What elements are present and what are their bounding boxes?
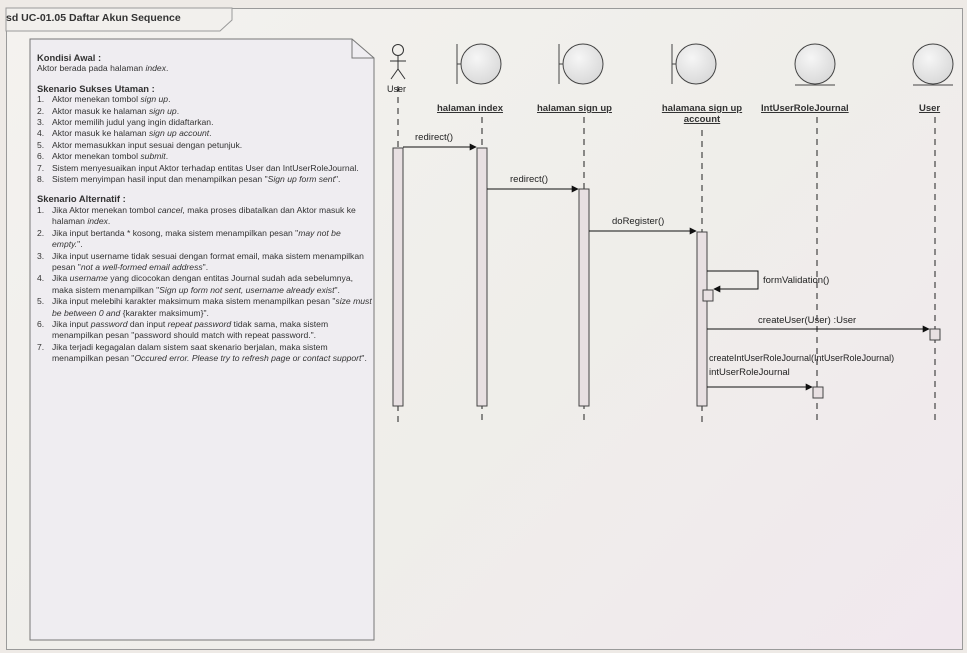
lifeline-name-int-user-role-journal: IntUserRoleJournal — [761, 103, 849, 114]
activation-halaman-sign-up — [578, 188, 590, 407]
lifeline-name-halamana-sign-up-account: halamana sign up account — [661, 103, 743, 125]
entity-user-icon — [912, 43, 954, 86]
list-item: 6.Jika input password dan input repeat p… — [37, 318, 329, 341]
alt-list: 1.Jika Aktor menekan tombol cancel, maka… — [37, 205, 372, 365]
message-label-int-user-role-journal: intUserRoleJournal — [709, 367, 790, 378]
list-item: 2.Jika input bertanda * kosong, maka sis… — [37, 227, 341, 250]
message-label-redirect-2: redirect() — [510, 174, 549, 185]
note-text: Kondisi Awal : Aktor berada pada halaman… — [37, 52, 372, 365]
list-item: 5.Jika input melebihi karakter maksimum … — [37, 296, 372, 318]
activation-user-entity — [929, 328, 941, 341]
activation-halaman-index — [476, 147, 488, 407]
message-label-create-int-user-role-journal: createIntUserRoleJournal(IntUserRoleJour… — [709, 353, 895, 363]
list-item: 1.Aktor menekan tombol sign up. — [37, 94, 171, 105]
actor-label: User — [387, 84, 407, 94]
message-label-create-user: createUser(User) :User — [758, 315, 857, 326]
activation-user — [392, 147, 404, 407]
boundary-halamana-sign-up-account-icon — [671, 43, 717, 85]
list-item: 8.Sistem menyimpan hasil input dan menam… — [37, 174, 341, 185]
message-label-redirect-1: redirect() — [415, 132, 454, 143]
activation-self-validation — [702, 289, 714, 302]
activation-int-user-role-journal — [812, 386, 824, 399]
list-item: 4.Jika username yang dicocokan dengan en… — [37, 273, 353, 295]
diagram-title: sd UC-01.05 Daftar Akun Sequence — [6, 12, 181, 24]
list-item: 2.Aktor masuk ke halaman sign up. — [37, 105, 180, 116]
list-item: 3.Aktor memilih judul yang ingin didafta… — [37, 117, 214, 128]
list-item: 1.Jika Aktor menekan tombol cancel, maka… — [37, 204, 356, 227]
sukses-list: 1.Aktor menekan tombol sign up.2.Aktor m… — [37, 94, 372, 185]
list-item: 4.Aktor masuk ke halaman sign up account… — [37, 128, 212, 139]
lifeline-name-halaman-sign-up: halaman sign up — [537, 103, 612, 114]
kondisi-text: Aktor berada pada halaman index. — [37, 63, 169, 74]
list-item: 3.Jika input username tidak sesuai denga… — [37, 250, 364, 272]
actor-user-icon — [390, 44, 406, 80]
activation-halamana-sign-up-account — [696, 231, 708, 407]
note-box — [29, 38, 375, 641]
lifeline-name-halaman-index: halaman index — [437, 103, 503, 114]
message-label-form-validation: formValidation() — [763, 275, 830, 286]
sukses-title: Skenario Sukses Utaman : — [37, 82, 155, 94]
message-label-do-register: doRegister() — [612, 216, 665, 227]
boundary-halaman-sign-up-icon — [558, 43, 604, 85]
kondisi-title: Kondisi Awal : — [37, 52, 102, 63]
frame-tab — [5, 7, 233, 32]
list-item: 7.Sistem menyesuaikan input Aktor terhad… — [37, 162, 359, 173]
list-item: 7.Jika terjadi kegagalan dalam sistem sa… — [37, 341, 367, 364]
boundary-halaman-index-icon — [456, 43, 502, 85]
list-item: 5.Aktor memasukkan input sesuai dengan p… — [37, 139, 243, 150]
lifeline-name-user-entity: User — [919, 103, 941, 114]
entity-int-user-role-journal-icon — [794, 43, 836, 86]
alt-title: Skenario Alternatif : — [37, 193, 126, 205]
message-form-validation — [707, 270, 759, 293]
list-item: 6.Aktor menekan tombol submit. — [37, 151, 169, 162]
